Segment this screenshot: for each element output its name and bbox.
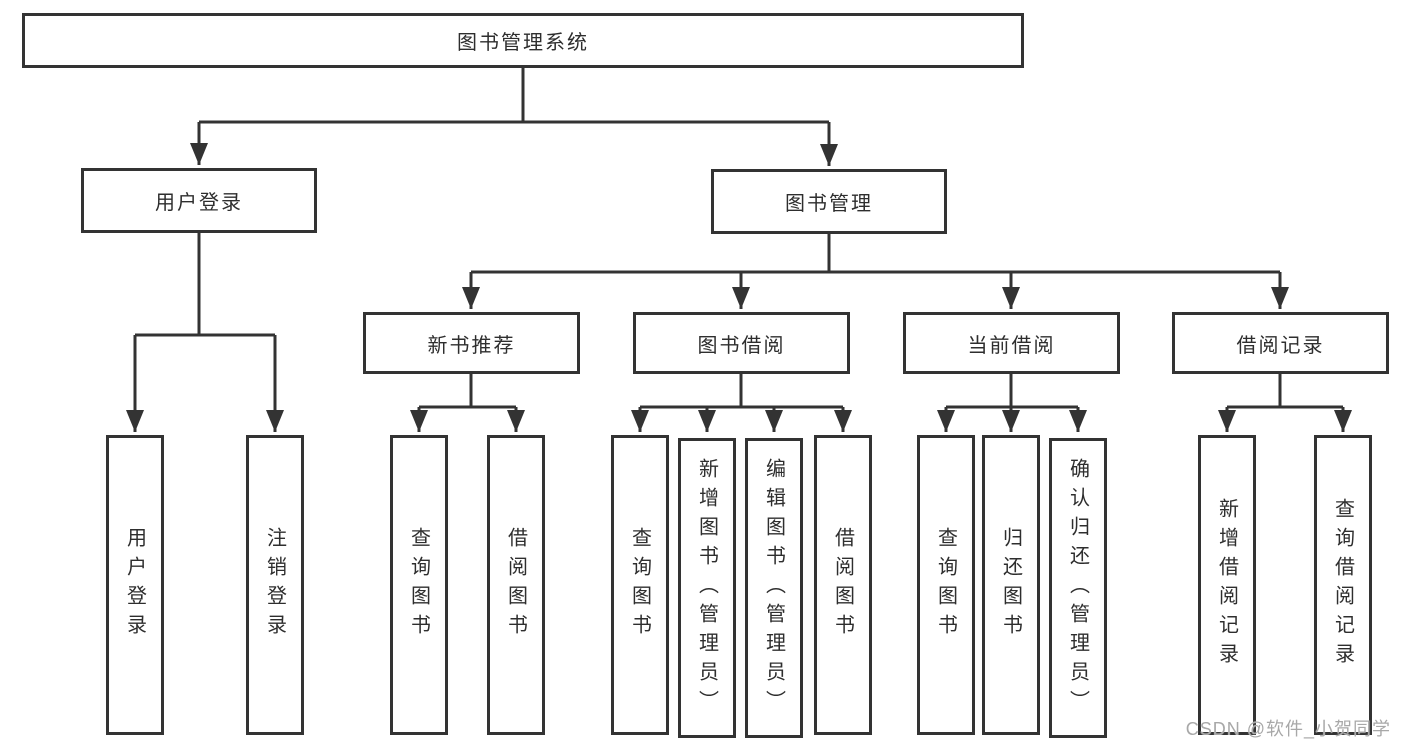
node-label: 图书管理 [785,193,873,215]
leaf-logout: 注销登录 [246,435,304,735]
node-label: 查询借阅记录 [1331,498,1354,672]
leaf-return-books: 归还图书 [982,435,1040,735]
leaf-query-borrow-record: 查询借阅记录 [1314,435,1372,735]
node-borrow-records: 借阅记录 [1172,312,1389,374]
node-user-login: 用户登录 [81,168,317,233]
node-label: 借阅图书 [504,527,527,643]
node-label: 查询图书 [934,527,957,643]
leaf-query-books-current: 查询图书 [917,435,975,735]
leaf-borrow-books: 借阅图书 [814,435,872,735]
node-label: 确认归还（管理员） [1066,457,1089,719]
leaf-user-login: 用户登录 [106,435,164,735]
node-label: 图书管理系统 [457,32,589,54]
node-label: 注销登录 [263,527,286,643]
node-library-management-system: 图书管理系统 [22,13,1024,68]
node-label: 借阅记录 [1236,334,1325,357]
node-label: 新增借阅记录 [1215,498,1238,672]
node-label: 图书借阅 [697,334,786,357]
node-label: 归还图书 [999,527,1022,643]
node-label: 新增图书（管理员） [695,457,718,719]
node-label: 新书推荐 [427,334,516,357]
leaf-query-books-recommend: 查询图书 [390,435,448,735]
node-current-borrow: 当前借阅 [903,312,1120,374]
leaf-add-books-admin: 新增图书（管理员） [678,438,736,738]
node-label: 查询图书 [407,527,430,643]
leaf-edit-books-admin: 编辑图书（管理员） [745,438,803,738]
node-book-borrow: 图书借阅 [633,312,850,374]
node-label: 当前借阅 [967,334,1056,357]
leaf-add-borrow-record: 新增借阅记录 [1198,435,1256,735]
node-label: 借阅图书 [831,527,854,643]
node-label: 查询图书 [628,527,651,643]
node-new-book-recommend: 新书推荐 [363,312,580,374]
node-book-management: 图书管理 [711,169,947,234]
node-label: 用户登录 [123,527,146,643]
leaf-query-books-borrow: 查询图书 [611,435,669,735]
leaf-borrow-books-recommend: 借阅图书 [487,435,545,735]
node-label: 编辑图书（管理员） [762,457,785,719]
csdn-watermark: CSDN @软件_小贺同学 [1185,719,1391,739]
node-label: 用户登录 [155,192,243,214]
leaf-confirm-return-admin: 确认归还（管理员） [1049,438,1107,738]
